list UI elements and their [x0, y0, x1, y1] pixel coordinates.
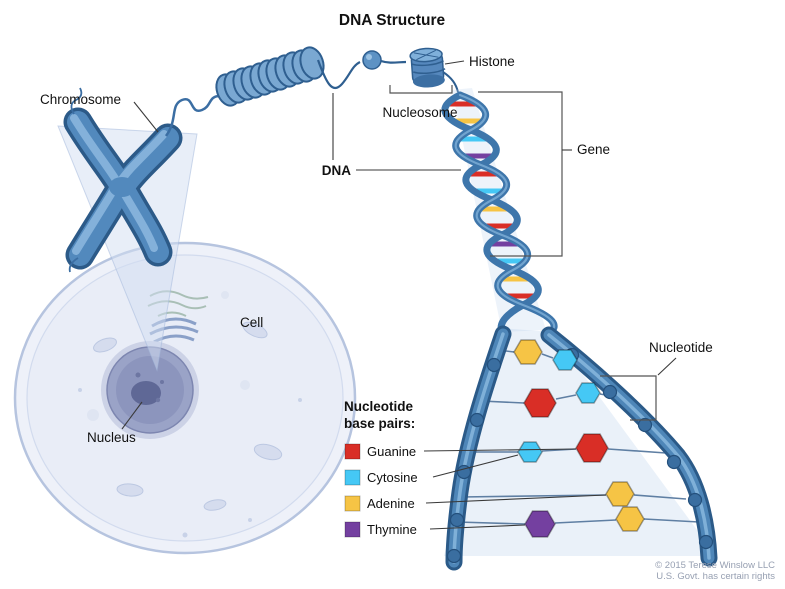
nucleus-leader-line [121, 401, 143, 430]
label-histone: Histone [469, 54, 515, 69]
gene-bracket [478, 91, 563, 257]
cell-organelles [78, 290, 302, 538]
cytosine-hexagon [552, 349, 578, 371]
legend-swatch-guanine [344, 443, 361, 460]
histone-exit-string [442, 71, 459, 93]
dna-helix [441, 91, 558, 340]
credit: © 2015 Terese Winslow LLC U.S. Govt. has… [655, 560, 775, 582]
cytosine-leader-line [432, 454, 519, 478]
ladder-rails [445, 325, 718, 571]
linker-dna-string [316, 59, 361, 90]
credit-line1: © 2015 Terese Winslow LLC [655, 560, 775, 571]
label-nucleotide: Nucleotide [649, 340, 713, 355]
linker-dna-string [380, 59, 407, 64]
legend-swatch-adenine [344, 495, 361, 512]
label-dna: DNA [322, 163, 351, 178]
legend-swatch-thymine [344, 521, 361, 538]
centromere [109, 177, 135, 197]
nucleotide-leader-line [657, 357, 677, 376]
histone-spool [409, 47, 459, 93]
label-gene: Gene [577, 142, 610, 157]
base-hexagons [513, 339, 645, 538]
adenine-hexagon [513, 339, 543, 365]
nucleotide-bracket [600, 375, 657, 421]
nucleosome-bead [362, 50, 382, 70]
helix-strand-highlight [454, 93, 556, 336]
legend-label-adenine: Adenine [367, 496, 415, 511]
thymine-leader-line [429, 524, 526, 530]
label-chromosome: Chromosome [40, 92, 121, 107]
cytosine-hexagon [517, 441, 543, 463]
adenine-hexagon [605, 481, 635, 507]
nucleus-illustration [101, 341, 199, 439]
legend-label-cytosine: Cytosine [367, 470, 418, 485]
phosphate-spheres [446, 347, 714, 564]
adenine-hexagon [615, 506, 645, 532]
legend-label-thymine: Thymine [367, 522, 417, 537]
guanine-hexagon [523, 388, 557, 418]
nucleosome-bracket [389, 85, 453, 94]
legend-swatch-cytosine [344, 469, 361, 486]
legend-heading-line2: base pairs: [344, 416, 415, 431]
telomere-fiber [70, 87, 83, 115]
chromatin-squiggle [164, 94, 221, 137]
chromosome-leader-line [133, 101, 159, 133]
histone-leader-line [444, 60, 465, 65]
legend-heading-line1: Nucleotide [344, 399, 414, 414]
guanine-hexagon [575, 433, 609, 463]
cell-illustration [13, 241, 357, 555]
label-cell: Cell [240, 315, 263, 330]
page-title: DNA Structure [339, 12, 446, 29]
label-nucleus: Nucleus [87, 430, 136, 445]
label-nucleosome: Nucleosome [382, 105, 457, 120]
dna-ladder [445, 325, 718, 571]
helix-strand-back [441, 91, 542, 340]
legend-label-guanine: Guanine [367, 444, 416, 459]
credit-line2: U.S. Govt. has certain rights [656, 571, 775, 582]
chromosome-illustration [63, 87, 183, 273]
guanine-leader-line [423, 448, 577, 452]
thymine-hexagon [524, 510, 556, 538]
adenine-leader-line [425, 494, 607, 504]
chromatin-coil [215, 46, 325, 107]
cytosine-hexagon [575, 382, 601, 404]
base-pair-legend: Nucleotide base pairs: Guanine Cytosine … [344, 399, 607, 538]
telomere-fiber [68, 257, 79, 273]
zoom-cone [57, 125, 198, 372]
